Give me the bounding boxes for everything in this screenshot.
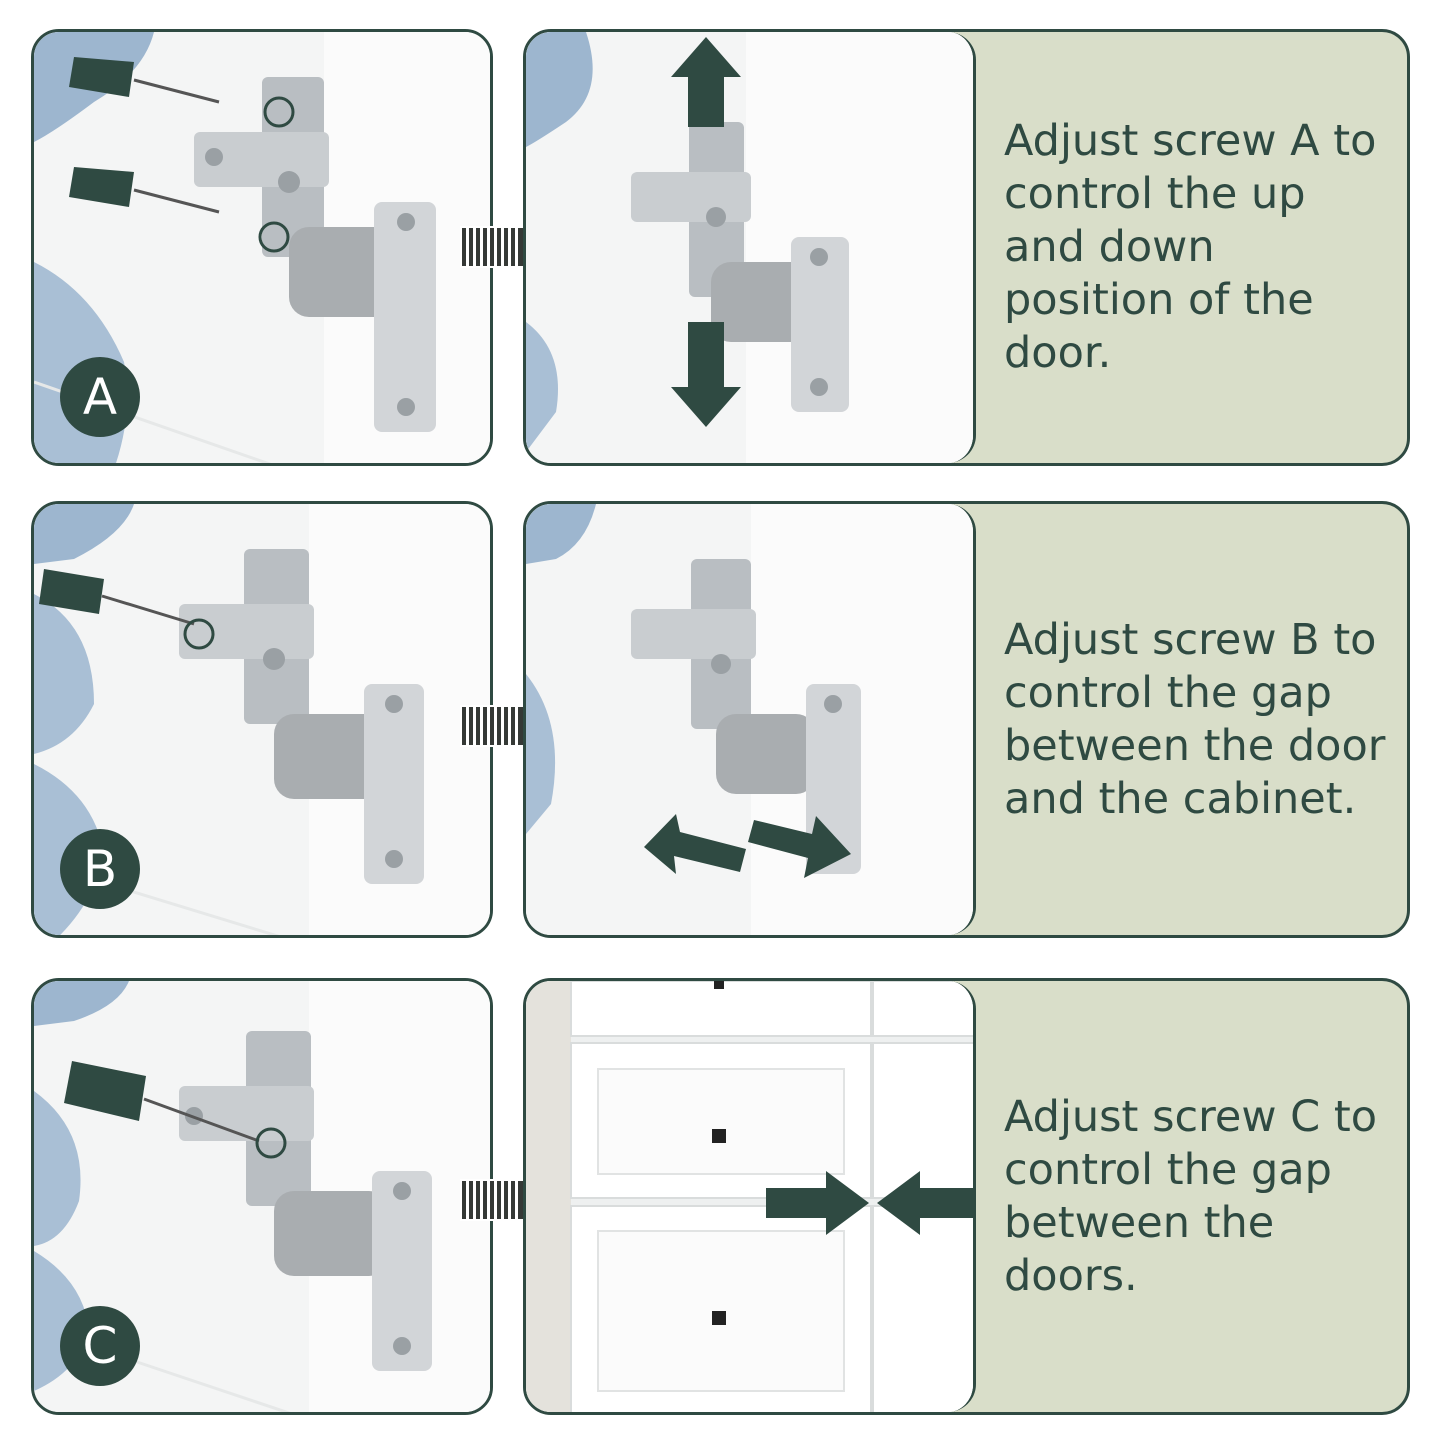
cabinet-doors-gap-illustration xyxy=(526,981,973,1412)
step-a-row: A xyxy=(0,29,1445,474)
step-a-caption-box: Adjust screw A to control the up and dow… xyxy=(1004,32,1394,463)
step-b-after-image xyxy=(526,504,976,935)
step-a-before-image: A xyxy=(31,29,493,466)
step-b-caption: Adjust screw B to control the gap betwee… xyxy=(1004,614,1386,824)
step-b-before-image: B xyxy=(31,501,493,938)
step-b-result-panel: Adjust screw B to control the gap betwee… xyxy=(523,501,1410,938)
step-c-badge: C xyxy=(60,1306,140,1386)
step-a-result-panel: Adjust screw A to control the up and dow… xyxy=(523,29,1410,466)
step-b-badge: B xyxy=(60,829,140,909)
step-a-badge: A xyxy=(60,357,140,437)
step-c-result-panel: Adjust screw C to control the gap betwee… xyxy=(523,978,1410,1415)
step-c-caption: Adjust screw C to control the gap betwee… xyxy=(1004,1091,1378,1301)
step-b-row: B xyxy=(0,501,1445,946)
hinge-horizontal-adjust-illustration xyxy=(526,504,973,935)
step-c-row: C xyxy=(0,978,1445,1423)
step-c-caption-box: Adjust screw C to control the gap betwee… xyxy=(1004,981,1394,1412)
step-a-after-image xyxy=(526,32,976,463)
step-c-after-image xyxy=(526,981,976,1412)
step-b-caption-box: Adjust screw B to control the gap betwee… xyxy=(1004,504,1394,935)
hinge-vertical-adjust-illustration xyxy=(526,32,973,463)
step-c-before-image: C xyxy=(31,978,493,1415)
step-a-caption: Adjust screw A to control the up and dow… xyxy=(1004,116,1377,378)
